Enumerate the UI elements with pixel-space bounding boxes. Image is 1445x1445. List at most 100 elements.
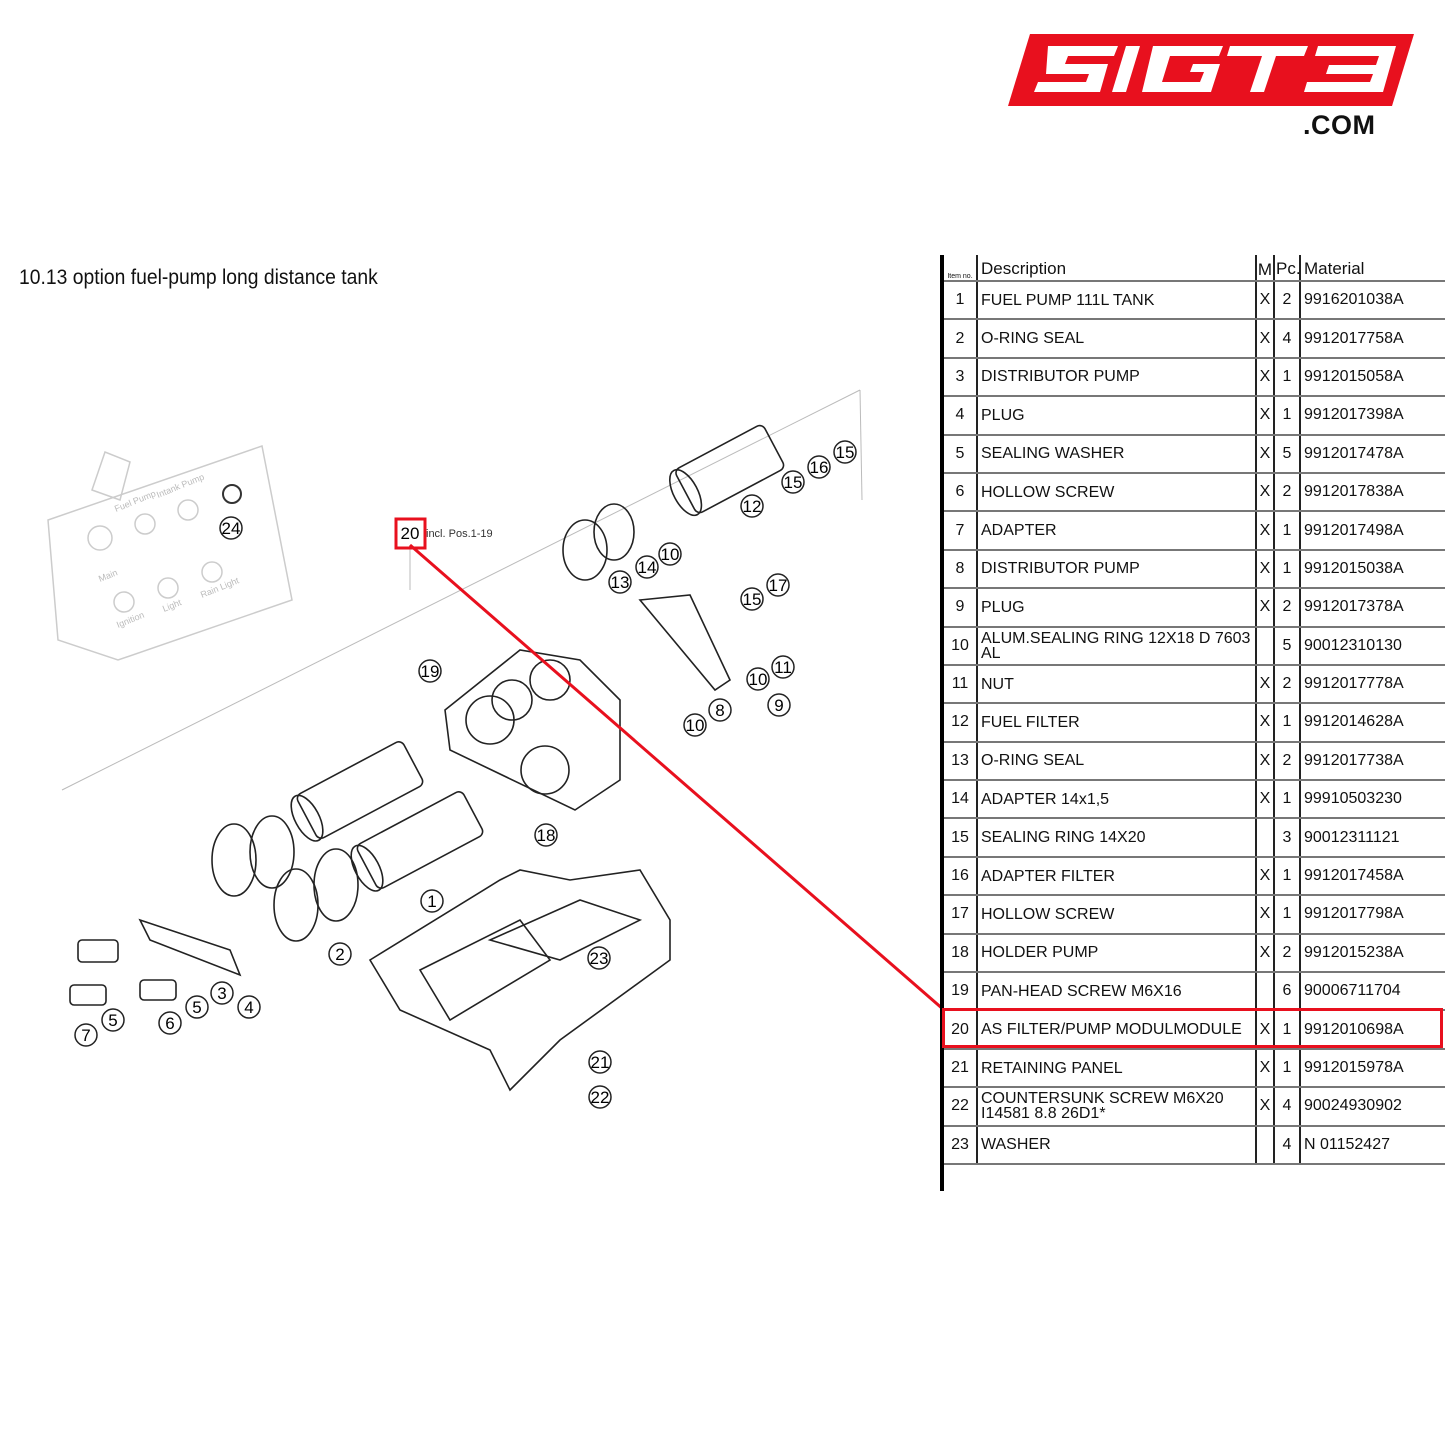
item-cell: 21 — [944, 1048, 977, 1089]
callout-20: 20 — [401, 524, 420, 543]
description-cell: DISTRIBUTOR PUMP — [976, 549, 1256, 590]
callout-9: 9 — [767, 693, 791, 717]
m-cell — [1255, 818, 1274, 858]
item-cell: 14 — [944, 780, 977, 820]
callout-12: 12 — [740, 494, 764, 518]
callout-4: 4 — [237, 995, 261, 1019]
m-cell: X — [1255, 741, 1274, 782]
header-description: Description — [976, 255, 1256, 282]
pc-cell: 1 — [1273, 396, 1300, 436]
m-cell — [1255, 972, 1274, 1012]
parts-drawing — [69, 424, 785, 1092]
m-cell: X — [1255, 588, 1274, 628]
m-cell: X — [1255, 434, 1274, 474]
pc-cell: 1 — [1273, 1048, 1300, 1089]
m-cell: X — [1255, 319, 1274, 359]
callout-label: 2 — [335, 945, 344, 964]
material-cell: 9912017738A — [1299, 741, 1445, 782]
description-cell: DISTRIBUTOR PUMP — [976, 357, 1256, 398]
callout-15: 15 — [781, 470, 805, 494]
pc-cell: 2 — [1273, 933, 1300, 974]
callout-label: 5 — [108, 1011, 117, 1030]
callout-8: 8 — [708, 698, 732, 722]
callout-label: 15 — [784, 473, 803, 492]
callout-23: 23 — [587, 946, 611, 970]
pc-cell: 2 — [1273, 281, 1300, 321]
callout-label: 15 — [743, 590, 762, 609]
callout-11: 11 — [771, 655, 795, 679]
material-cell: 9916201038A — [1299, 281, 1445, 321]
pc-cell: 6 — [1273, 972, 1300, 1012]
material-cell: 9912017398A — [1299, 396, 1445, 436]
switch-panel — [47, 445, 293, 661]
description-cell: WASHER — [976, 1125, 1256, 1165]
material-cell: 9912015058A — [1299, 357, 1445, 398]
callout-label: 21 — [591, 1053, 610, 1072]
item-cell: 10 — [944, 626, 977, 666]
description-cell: COUNTERSUNK SCREW M6X20 I14581 8.8 26D1* — [976, 1087, 1256, 1127]
description-cell: RETAINING PANEL — [976, 1048, 1256, 1089]
pc-cell: 4 — [1273, 1087, 1300, 1127]
description-cell: PLUG — [976, 396, 1256, 436]
pc-cell: 1 — [1273, 1010, 1300, 1050]
material-cell: 90012311121 — [1299, 818, 1445, 858]
callout-label: 14 — [638, 558, 657, 577]
sigtb-logo — [1008, 34, 1414, 106]
panel-label-light: Light — [161, 597, 183, 614]
callout-label: 12 — [743, 497, 762, 516]
callout-label: 22 — [591, 1088, 610, 1107]
material-cell: 9912017838A — [1299, 472, 1445, 513]
item-cell: 12 — [944, 703, 977, 743]
description-cell: ALUM.SEALING RING 12X18 D 7603 AL — [976, 626, 1256, 666]
description-cell: O-RING SEAL — [976, 319, 1256, 359]
callout-label: 10 — [661, 545, 680, 564]
item-cell: 17 — [944, 895, 977, 935]
material-cell: 90006711704 — [1299, 972, 1445, 1012]
callout-5: 5 — [101, 1008, 125, 1032]
item-cell: 4 — [944, 396, 977, 436]
pc-cell: 2 — [1273, 588, 1300, 628]
callout-label: 11 — [774, 658, 792, 677]
callout-7: 7 — [74, 1023, 98, 1047]
callout-label: 5 — [192, 998, 201, 1017]
table-header-row: Item no. Description M Pc. Material — [944, 255, 1445, 282]
item-cell: 16 — [944, 856, 977, 897]
callout-21: 21 — [588, 1050, 612, 1074]
material-cell: 9912017778A — [1299, 664, 1445, 705]
item-cell: 7 — [944, 511, 977, 551]
pc-cell: 1 — [1273, 511, 1300, 551]
callout-15: 15 — [740, 587, 764, 611]
description-cell: PLUG — [976, 588, 1256, 628]
callout-label: 8 — [715, 701, 724, 720]
item-cell: 9 — [944, 588, 977, 628]
callout-14: 14 — [635, 555, 659, 579]
pc-cell: 1 — [1273, 703, 1300, 743]
callout-17: 17 — [766, 573, 790, 597]
pc-cell: 5 — [1273, 626, 1300, 666]
